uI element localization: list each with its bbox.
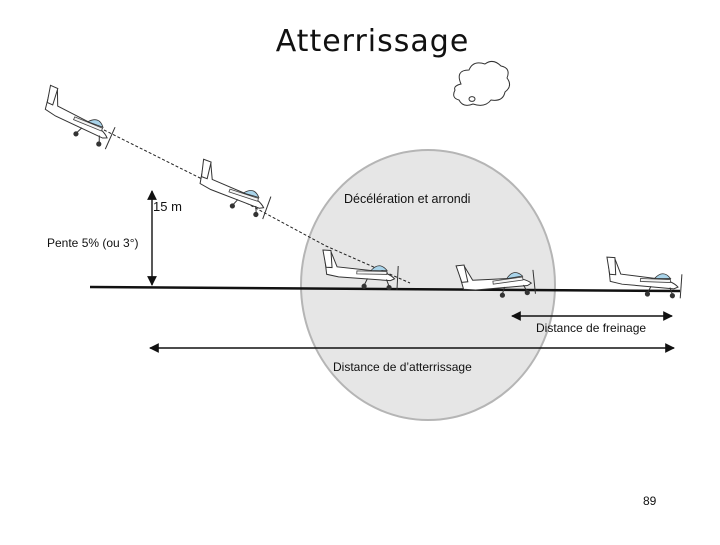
airplane-icon [603,256,684,300]
page-title: Atterrissage [275,24,470,59]
cloud-icon [453,60,511,106]
airplane-icon [190,158,276,221]
braking-distance-label: Distance de freinage [536,321,647,335]
landing-distance-label: Distance de d’atterrissage [333,360,472,374]
height-label: 15 m [153,199,182,214]
airplane-icon [35,84,121,151]
page-number: 89 [643,494,657,508]
ground-line [89,285,681,293]
approach-path [103,129,411,284]
slope-label: Pente 5% (ou 3°) [47,236,139,250]
flare-label: Décélération et arrondi [344,192,471,206]
